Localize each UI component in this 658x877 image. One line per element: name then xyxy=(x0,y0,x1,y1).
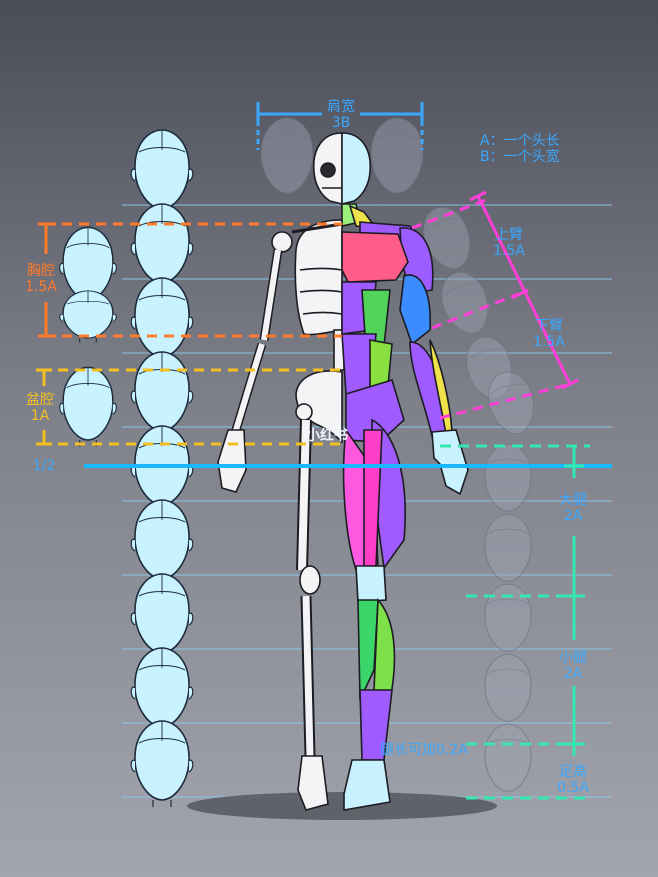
shoulder-width-value: 3B xyxy=(331,115,351,131)
leg-marker xyxy=(440,444,590,800)
half-height-label: 1/2 xyxy=(32,458,56,474)
upper-arm-label: 上臂 1.5A xyxy=(484,227,534,259)
watermark: 小红书 xyxy=(306,428,348,444)
chest-label: 胸腔 1.5A xyxy=(14,263,68,295)
thigh-label: 大腿 2A xyxy=(550,492,596,524)
shin-label: 小腿 2A xyxy=(550,650,596,682)
leg-length-note: 腿长可加0.2A xyxy=(380,742,468,758)
shin-value: 2A xyxy=(563,666,583,682)
foot-title: 足高 xyxy=(559,764,587,780)
thigh-value: 2A xyxy=(563,508,583,524)
arm-marker xyxy=(411,190,579,420)
skeleton-half xyxy=(217,132,345,811)
legend-a: A：一个头长 xyxy=(480,133,560,149)
shin-title: 小腿 xyxy=(559,650,587,666)
legend: A：一个头长 B：一个头宽 xyxy=(480,133,560,165)
chest-heads xyxy=(58,226,118,344)
foot-value: 0.5A xyxy=(557,780,589,796)
head-stack xyxy=(130,129,194,808)
lower-arm-value: 1.5A xyxy=(533,334,565,350)
ground-shadow xyxy=(187,792,497,820)
lower-arm-label: 下臂 1.5A xyxy=(524,318,574,350)
pelvis-title: 盆腔 xyxy=(26,392,54,408)
chest-title: 胸腔 xyxy=(27,263,55,279)
thigh-title: 大腿 xyxy=(559,492,587,508)
lower-arm-title: 下臂 xyxy=(535,318,563,334)
legend-b: B：一个头宽 xyxy=(480,149,560,165)
pelvis-value: 1A xyxy=(30,408,50,424)
pelvis-marker xyxy=(36,368,342,446)
pelvis-label: 盆腔 1A xyxy=(20,392,60,424)
shoulder-width-title: 肩宽 xyxy=(327,99,355,115)
shoulder-width-marker xyxy=(256,102,424,150)
chest-marker xyxy=(38,222,342,338)
chest-value: 1.5A xyxy=(25,279,57,295)
foot-label: 足高 0.5A xyxy=(548,764,598,796)
shoulder-width-label: 肩宽 3B xyxy=(316,99,366,131)
pelvis-head xyxy=(58,366,118,448)
upper-arm-title: 上臂 xyxy=(495,227,523,243)
upper-arm-value: 1.5A xyxy=(493,243,525,259)
